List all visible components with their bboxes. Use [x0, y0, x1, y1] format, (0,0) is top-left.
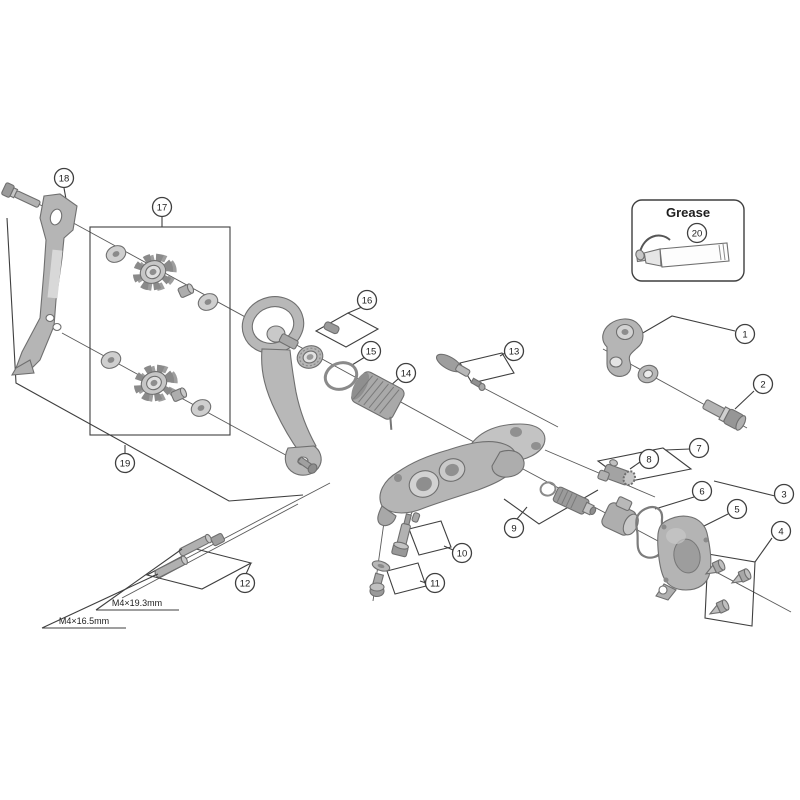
- box-cable-end: [459, 352, 515, 384]
- axle-bolt-icon: [702, 399, 747, 431]
- pulley-bushing-icon: [177, 283, 195, 298]
- svg-text:17: 17: [157, 202, 168, 213]
- callout-7[interactable]: 7: [688, 437, 710, 459]
- svg-text:2: 2: [760, 379, 765, 390]
- svg-text:14: 14: [401, 368, 412, 379]
- callout-9[interactable]: 9: [503, 517, 525, 539]
- callout-6[interactable]: 6: [691, 480, 713, 502]
- callout-8[interactable]: 8: [638, 448, 660, 470]
- svg-text:18: 18: [59, 173, 70, 184]
- gasket-icon: [635, 505, 666, 559]
- box-cage-assembly: [6, 217, 304, 502]
- callout-14[interactable]: 14: [395, 362, 417, 384]
- cage-bolt-icon: [296, 456, 318, 474]
- motor-cover-icon: [655, 515, 712, 601]
- box-fixing-bolt: [408, 520, 452, 556]
- callout-17[interactable]: 17: [151, 196, 173, 218]
- parts-artwork: [1, 182, 752, 615]
- svg-text:13: 13: [509, 346, 520, 357]
- bearing-icon: [296, 345, 324, 369]
- washer-screw-icon: [369, 560, 391, 598]
- screw-set-icon: [704, 559, 752, 615]
- link-bracket-icon: [602, 318, 644, 377]
- adjust-bolt-icon: [539, 481, 597, 516]
- box-washer-screw: [386, 562, 427, 595]
- group-boxes: [6, 217, 756, 627]
- stopper-pin-icon: [323, 321, 340, 335]
- grease-tube-icon: [635, 234, 730, 268]
- upper-pulley-icon: [132, 253, 177, 292]
- svg-text:10: 10: [457, 548, 468, 559]
- callout-4[interactable]: 4: [770, 520, 792, 542]
- box-stopper-pin: [314, 312, 380, 348]
- callout-5[interactable]: 5: [726, 498, 748, 520]
- dimension-label-short: M4×16.5mm: [59, 616, 109, 626]
- svg-text:12: 12: [240, 578, 251, 589]
- callout-11[interactable]: 11: [424, 572, 446, 594]
- svg-text:16: 16: [362, 295, 373, 306]
- small-pin-icon: [411, 512, 421, 523]
- svg-text:4: 4: [778, 526, 783, 537]
- pulley-set-icon: [100, 245, 219, 417]
- callout-20[interactable]: 20: [686, 222, 708, 244]
- svg-text:6: 6: [699, 486, 704, 497]
- pulley-washer-icon: [197, 293, 219, 311]
- coil-spring-icon: [351, 371, 405, 430]
- svg-text:3: 3: [781, 489, 786, 500]
- box-screw-set: [704, 553, 756, 627]
- callout-2[interactable]: 2: [752, 373, 774, 395]
- pulley-washer-icon: [100, 351, 122, 369]
- pulley-washer-icon: [105, 245, 127, 263]
- callout-19[interactable]: 19: [114, 452, 136, 474]
- svg-text:19: 19: [120, 458, 131, 469]
- callout-leader-lines: [63, 187, 776, 584]
- outer-cage-plate-icon: [241, 296, 322, 476]
- callout-16[interactable]: 16: [356, 289, 378, 311]
- cap-icon: [601, 496, 639, 536]
- plate-bolt-icon: [1, 182, 41, 208]
- svg-text:20: 20: [692, 228, 703, 239]
- inner-cage-plate-icon: [10, 193, 78, 376]
- pulley-washer-icon: [190, 399, 212, 417]
- bracket-washer-icon: [637, 364, 659, 384]
- svg-text:8: 8: [646, 454, 651, 465]
- dimension-labels: M4×19.3mm M4×16.5mm: [41, 548, 183, 629]
- o-ring-icon: [323, 361, 359, 391]
- fixing-bolt-icon: [391, 513, 412, 558]
- callout-18[interactable]: 18: [53, 167, 75, 189]
- svg-text:7: 7: [696, 443, 701, 454]
- callout-10[interactable]: 10: [451, 542, 473, 564]
- grease-box: Grease: [631, 199, 745, 282]
- dimension-label-long: M4×19.3mm: [112, 598, 162, 608]
- cable-end-icon: [435, 353, 486, 392]
- lower-pulley-icon: [133, 364, 178, 403]
- svg-text:1: 1: [742, 329, 747, 340]
- svg-text:15: 15: [366, 346, 377, 357]
- pulley-bushing-icon: [170, 387, 188, 402]
- callout-3[interactable]: 3: [773, 483, 795, 505]
- cage-screws-icon: [154, 532, 226, 578]
- svg-text:5: 5: [734, 504, 739, 515]
- callouts: 1 2 3 4 5 6 7 8 9 10 11 12 13 14 15 16 1…: [53, 167, 795, 594]
- callout-12[interactable]: 12: [234, 572, 256, 594]
- motor-gear-unit-icon: [597, 459, 636, 486]
- callout-1[interactable]: 1: [734, 323, 756, 345]
- grease-label: Grease: [666, 205, 710, 220]
- callout-15[interactable]: 15: [360, 340, 382, 362]
- box-pulley-set: [89, 226, 231, 436]
- callout-13[interactable]: 13: [503, 340, 525, 362]
- main-body-icon: [377, 423, 546, 527]
- svg-text:11: 11: [430, 578, 440, 589]
- svg-text:9: 9: [511, 523, 516, 534]
